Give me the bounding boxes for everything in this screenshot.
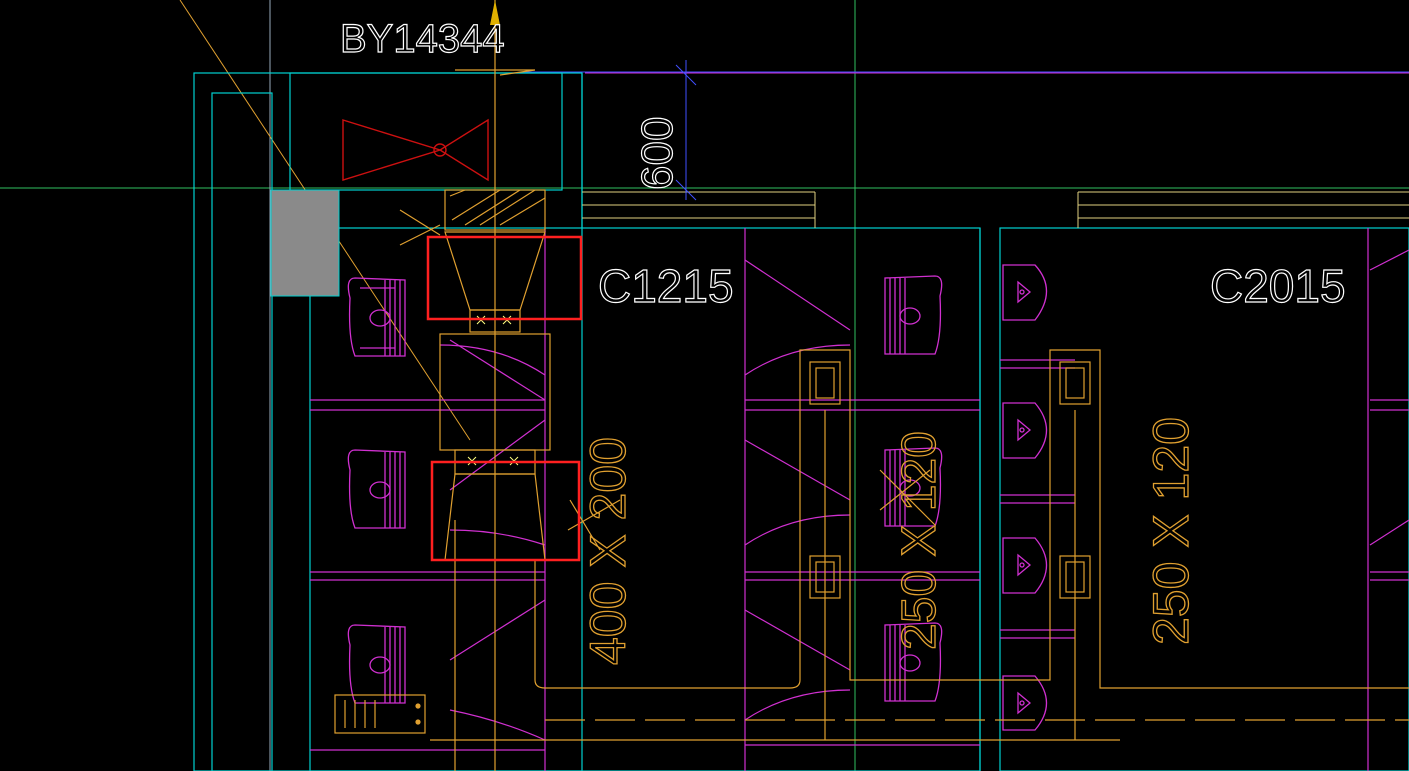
highlight-box-lower[interactable] [430, 460, 581, 562]
stall-partitions [310, 228, 1409, 771]
urinal-fixtures [1002, 264, 1048, 731]
room-label-c1: C1215 [598, 260, 734, 312]
beams [582, 191, 1409, 228]
toilet-fixtures-left [347, 277, 406, 704]
duct-size-label-250x120-a: 250 X 120 [893, 431, 946, 650]
toilet-fixtures-middle [884, 275, 943, 702]
arrow-marker [490, 0, 500, 25]
dimension-line [675, 60, 697, 201]
ductwork [334, 0, 1409, 771]
room-label-c2: C2015 [1210, 260, 1346, 312]
drawing-id-label: BY14344 [340, 17, 505, 61]
walls [193, 72, 1409, 771]
duct-size-label-400x200: 400 X 200 [580, 437, 636, 665]
highlight-box-upper[interactable] [426, 235, 583, 321]
duct-size-label-250x120-b: 250 X 120 [1143, 417, 1199, 645]
shaft-fill[interactable] [270, 189, 340, 297]
dimension-label-600: 600 [633, 117, 682, 190]
flange-markers [467, 315, 519, 466]
fan-symbol [342, 118, 489, 182]
